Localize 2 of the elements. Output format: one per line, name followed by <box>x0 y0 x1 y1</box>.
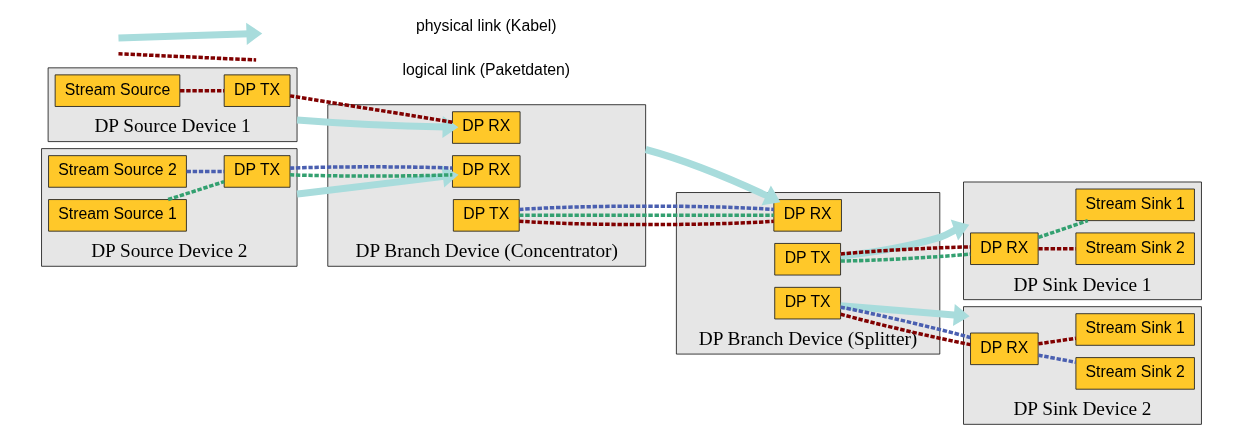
legend-label: physical link (Kabel) <box>416 17 557 35</box>
legend-label: logical link (Paketdaten) <box>402 61 571 79</box>
